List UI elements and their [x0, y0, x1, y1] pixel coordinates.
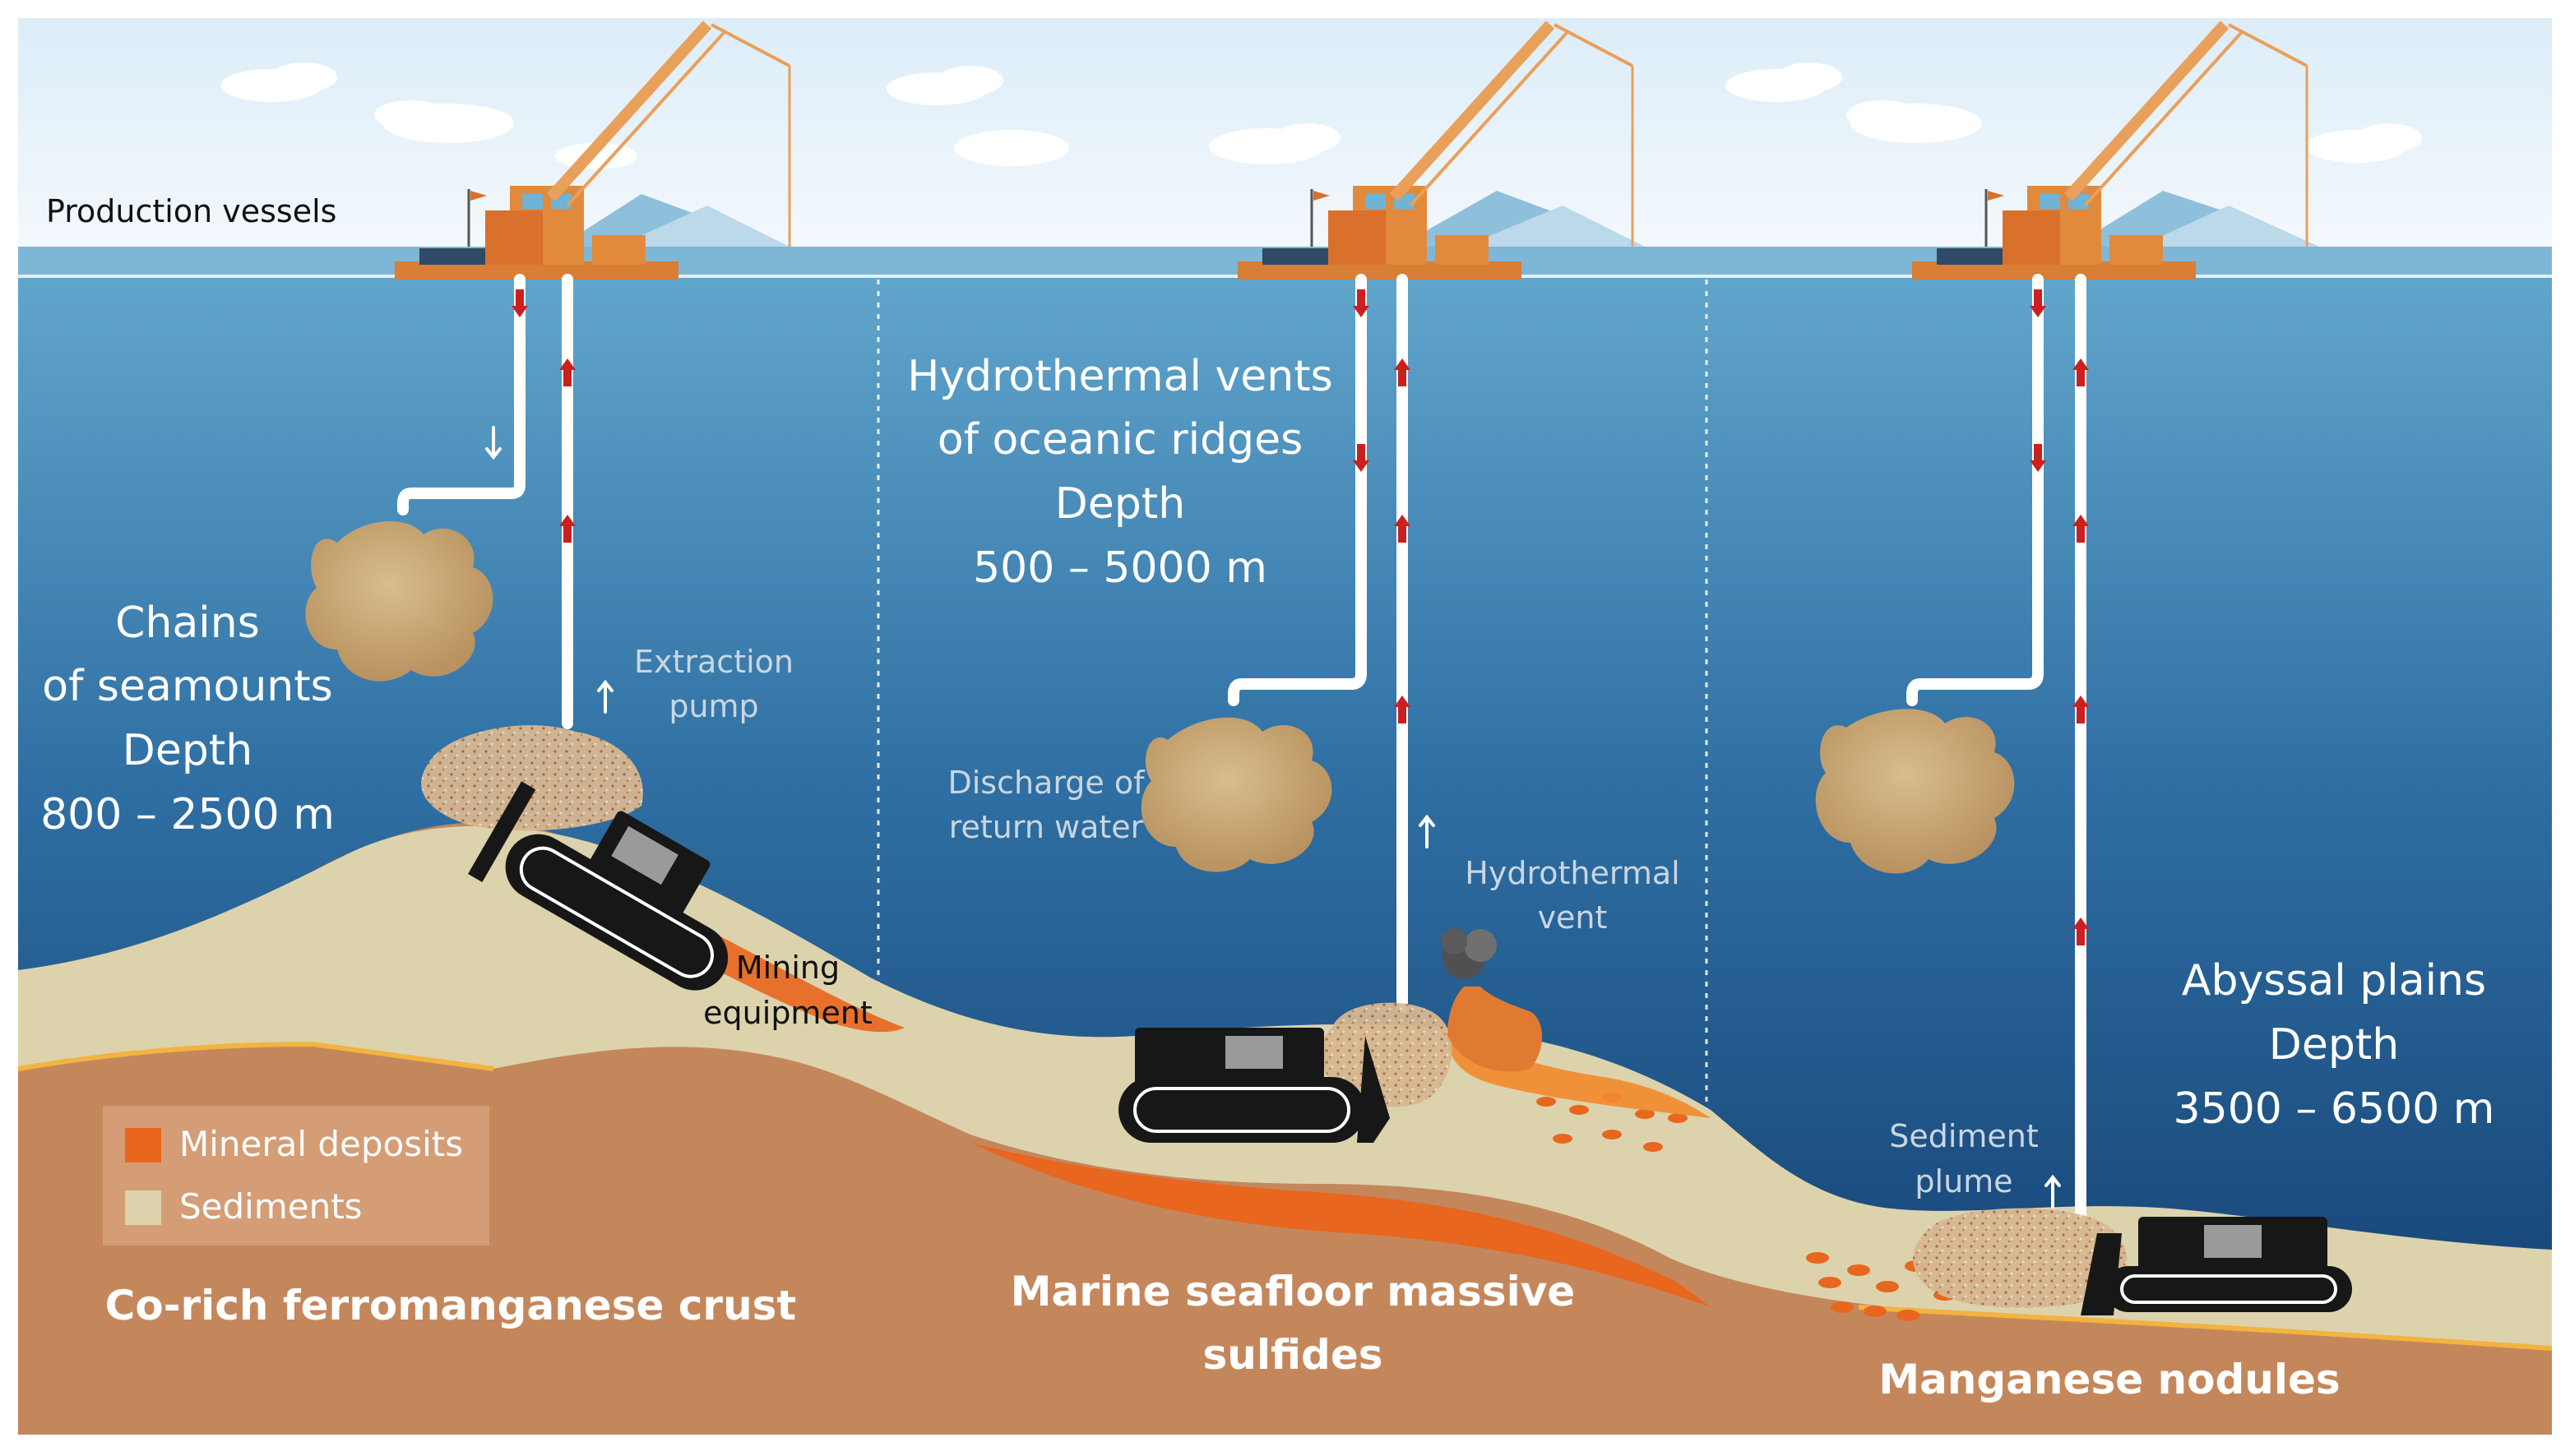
vent-mineral-flow — [1447, 1036, 1711, 1118]
seamounts-heading: of seamounts — [42, 662, 332, 711]
abyssal-depth-value: 3500 – 6500 m — [2174, 1084, 2495, 1134]
discharge-label: return water — [949, 809, 1144, 845]
mining-equipment-label: Mining — [736, 950, 840, 986]
extraction-pump-label: pump — [669, 688, 758, 724]
mining-machine — [2081, 1217, 2352, 1315]
legend: Mineral deposits Sediments — [103, 1106, 489, 1246]
abyssal-depth-label: Depth — [2269, 1020, 2399, 1070]
background-mountains — [559, 191, 2319, 247]
extraction-pump-label: Extraction — [634, 644, 794, 680]
hydrothermal-depth-value: 500 – 5000 m — [973, 543, 1267, 593]
legend-label-mineral: Mineral deposits — [179, 1124, 463, 1164]
discharge-plume — [305, 520, 2015, 874]
hydrothermal-depth-label: Depth — [1055, 479, 1185, 529]
discharge-label: Discharge of — [947, 765, 1146, 801]
legend-swatch-sediment — [125, 1190, 161, 1225]
production-vessel — [1912, 21, 2308, 280]
sediment-disturbance — [421, 725, 2128, 1308]
hydrothermal-vent — [1441, 928, 1542, 1072]
mineral-deposit-sulfides — [970, 1143, 1711, 1307]
legend-label-sediment: Sediments — [179, 1186, 363, 1227]
crust-edge — [1858, 1305, 2553, 1351]
legend-swatch-mineral — [125, 1128, 161, 1162]
vent-label: Hydrothermal — [1465, 855, 1679, 891]
mining-equipment-label: equipment — [703, 995, 873, 1031]
seamounts-depth-label: Depth — [123, 726, 252, 775]
sediment-plume-label: Sediment — [1889, 1118, 2039, 1154]
crust-title: Co-rich ferromanganese crust — [105, 1282, 797, 1329]
hydrothermal-heading: of oceanic ridges — [938, 415, 1303, 465]
pipes — [397, 274, 2086, 1223]
vent-label: vent — [1538, 899, 1608, 936]
text-labels: Production vessels Chains of seamounts D… — [40, 193, 2494, 1403]
mining-machine — [468, 781, 729, 991]
production-vessel — [395, 21, 791, 280]
production-vessels-label: Production vessels — [46, 193, 336, 229]
legend-box — [103, 1106, 489, 1246]
flow-arrows-white — [485, 426, 2061, 1209]
mining-machine — [1118, 1028, 1390, 1143]
flow-arrows-red — [512, 289, 2089, 945]
crust-edge — [17, 1041, 494, 1071]
hydrothermal-heading: Hydrothermal vents — [907, 352, 1332, 401]
seamounts-heading: Chains — [115, 599, 260, 648]
seamounts-depth-value: 800 – 2500 m — [40, 790, 335, 839]
sulfides-title: sulfides — [1202, 1331, 1382, 1379]
abyssal-heading: Abyssal plains — [2182, 956, 2486, 1005]
sediment-plume-label: plume — [1915, 1163, 2012, 1199]
sulfides-title: Marine seafloor massive — [1011, 1268, 1575, 1315]
nodules-title: Manganese nodules — [1878, 1356, 2340, 1403]
production-vessel — [1238, 21, 1634, 280]
